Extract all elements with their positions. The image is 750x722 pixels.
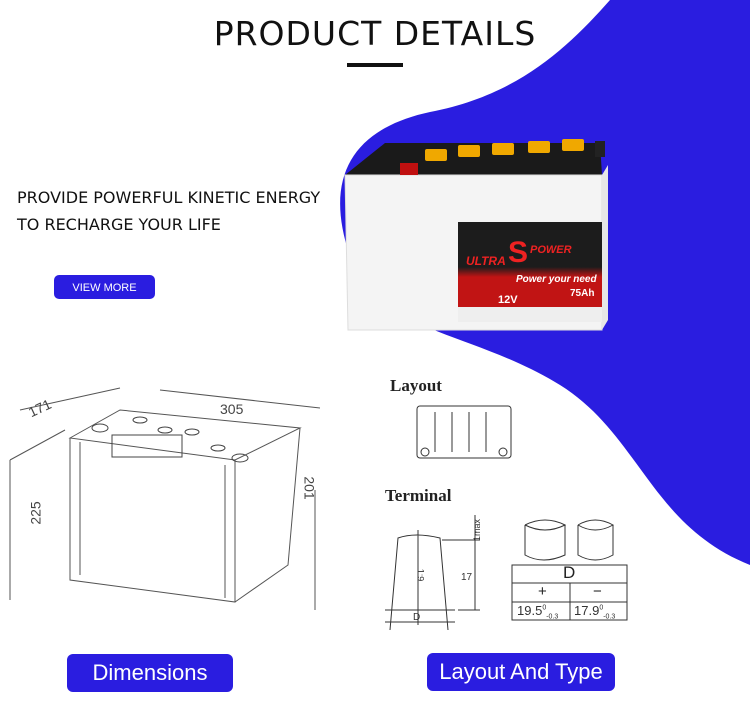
- tagline-line-2: TO RECHARGE YOUR LIFE: [17, 215, 221, 234]
- battery-image: ULTRA S POWER Power your need 12V 75Ah: [340, 135, 610, 360]
- terminal-diagram: [385, 515, 628, 631]
- minus-tol-top: 0: [599, 604, 604, 612]
- length-label: 305: [220, 401, 244, 417]
- plus-tol-bottom: -0.3: [546, 613, 559, 621]
- taper-label: 1:9: [415, 568, 426, 582]
- plus-tol-top: 0: [542, 604, 547, 612]
- table-header-d: D: [563, 563, 576, 582]
- brand-text-right: POWER: [530, 244, 572, 256]
- title-underline: [347, 63, 403, 67]
- tagline-line-1: PROVIDE POWERFUL KINETIC ENERGY: [17, 188, 321, 207]
- plus-value: 19.50-0.3: [517, 603, 558, 621]
- plus-value-number: 19.5: [517, 603, 543, 618]
- layout-heading: Layout: [390, 376, 442, 395]
- voltage: 12V: [498, 294, 518, 306]
- height-total-label: 225: [27, 501, 44, 525]
- height-box-label: 201: [301, 476, 318, 500]
- minus-value: 17.90-0.3: [574, 603, 615, 621]
- terminal-heading: Terminal: [385, 486, 452, 505]
- layout-and-type-button[interactable]: Layout And Type: [427, 653, 615, 691]
- capacity: 75Ah: [570, 288, 595, 299]
- slogan: Power your need: [516, 274, 597, 285]
- layout-diagram: [416, 405, 512, 459]
- height-label: 17: [461, 572, 473, 583]
- table-plus: +: [538, 583, 547, 600]
- max-label: 1max: [472, 518, 483, 542]
- dimensions-button[interactable]: Dimensions: [67, 654, 233, 692]
- minus-tol-bottom: -0.3: [603, 613, 616, 621]
- dimensions-drawing: [9, 387, 321, 610]
- d-label: D: [413, 612, 421, 623]
- minus-value-number: 17.9: [574, 603, 600, 618]
- page-title: PRODUCT DETAILS: [213, 14, 537, 53]
- brand-text-left: ULTRA: [466, 254, 506, 268]
- view-more-button[interactable]: VIEW MORE: [54, 275, 155, 299]
- battery-label: ULTRA S POWER Power your need 12V 75Ah: [458, 222, 602, 322]
- table-minus: −: [593, 583, 602, 600]
- brand-s-logo: S: [508, 236, 529, 269]
